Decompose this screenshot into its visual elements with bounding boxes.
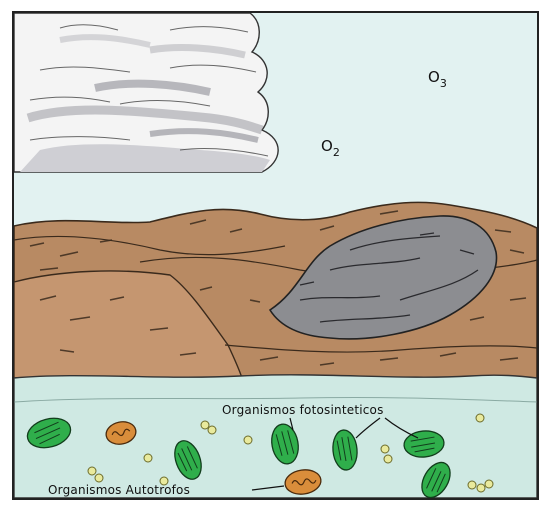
svg-text:Organismos fotosinteticos: Organismos fotosinteticos	[222, 403, 384, 417]
svg-text:Organismos Autotrofos: Organismos Autotrofos	[48, 483, 190, 497]
cloud	[14, 13, 278, 172]
